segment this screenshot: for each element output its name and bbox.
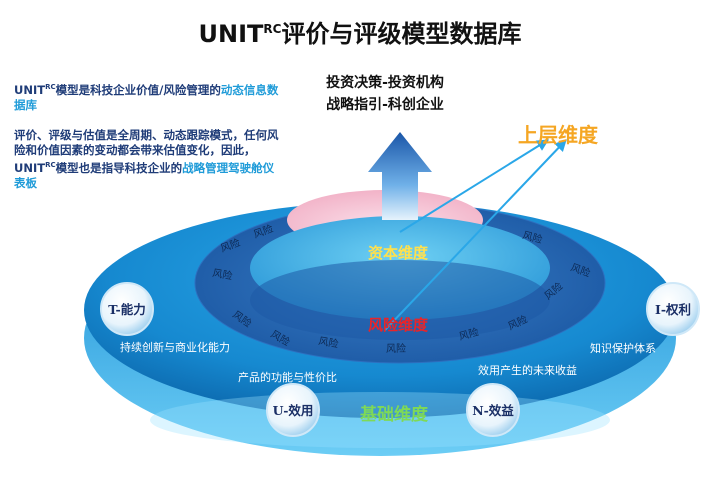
risk-dimension-label: 风险维度 [368,316,429,334]
intro-paragraph-2: 评价、评级与估值是全周期、动态跟踪模式，任何风险和价值因素的变动都会带来估值变化… [14,128,279,190]
top-label-line-1: 投资决策-投资机构 [326,75,444,91]
t-capability-badge: T-能力 [100,282,154,336]
i-rights-badge: I-权利 [646,282,700,336]
risk-label: 风险 [386,342,406,355]
u-badge-label: U-效用 [273,403,314,418]
page-title: UNITRC评价与评级模型数据库 [198,20,522,48]
intro-paragraph-1: UNITRC模型是科技企业价值/风险管理的动态信息数据库 [14,82,279,112]
u-utility-badge: U-效用 [266,383,320,437]
i-badge-label: I-权利 [655,302,691,317]
n-outer-label: 效用产生的未来收益 [478,363,577,377]
top-label: 投资决策-投资机构 战略指引-科创企业 [300,72,470,116]
upper-arrow-1 [399,139,550,233]
risk-label: 风险 [211,266,233,282]
risk-label: 风险 [317,334,339,350]
top-label-line-2: 战略指引-科创企业 [326,97,444,113]
upper-arrow-2 [384,139,567,331]
inner-dome-shadow [250,260,550,340]
t-outer-label: 持续创新与商业化能力 [120,340,230,354]
u-outer-label: 产品的功能与性价比 [238,370,337,384]
n-benefit-badge: N-效益 [466,383,520,437]
upward-arrow [368,132,432,220]
t-badge-label: T-能力 [108,302,145,317]
base-dimension-label: 基础维度 [359,404,429,425]
upper-dimension-label: 上层维度 [518,123,599,147]
i-outer-label: 知识保护体系 [590,341,656,355]
n-badge-label: N-效益 [472,403,514,418]
capital-dimension-label: 资本维度 [368,244,429,262]
